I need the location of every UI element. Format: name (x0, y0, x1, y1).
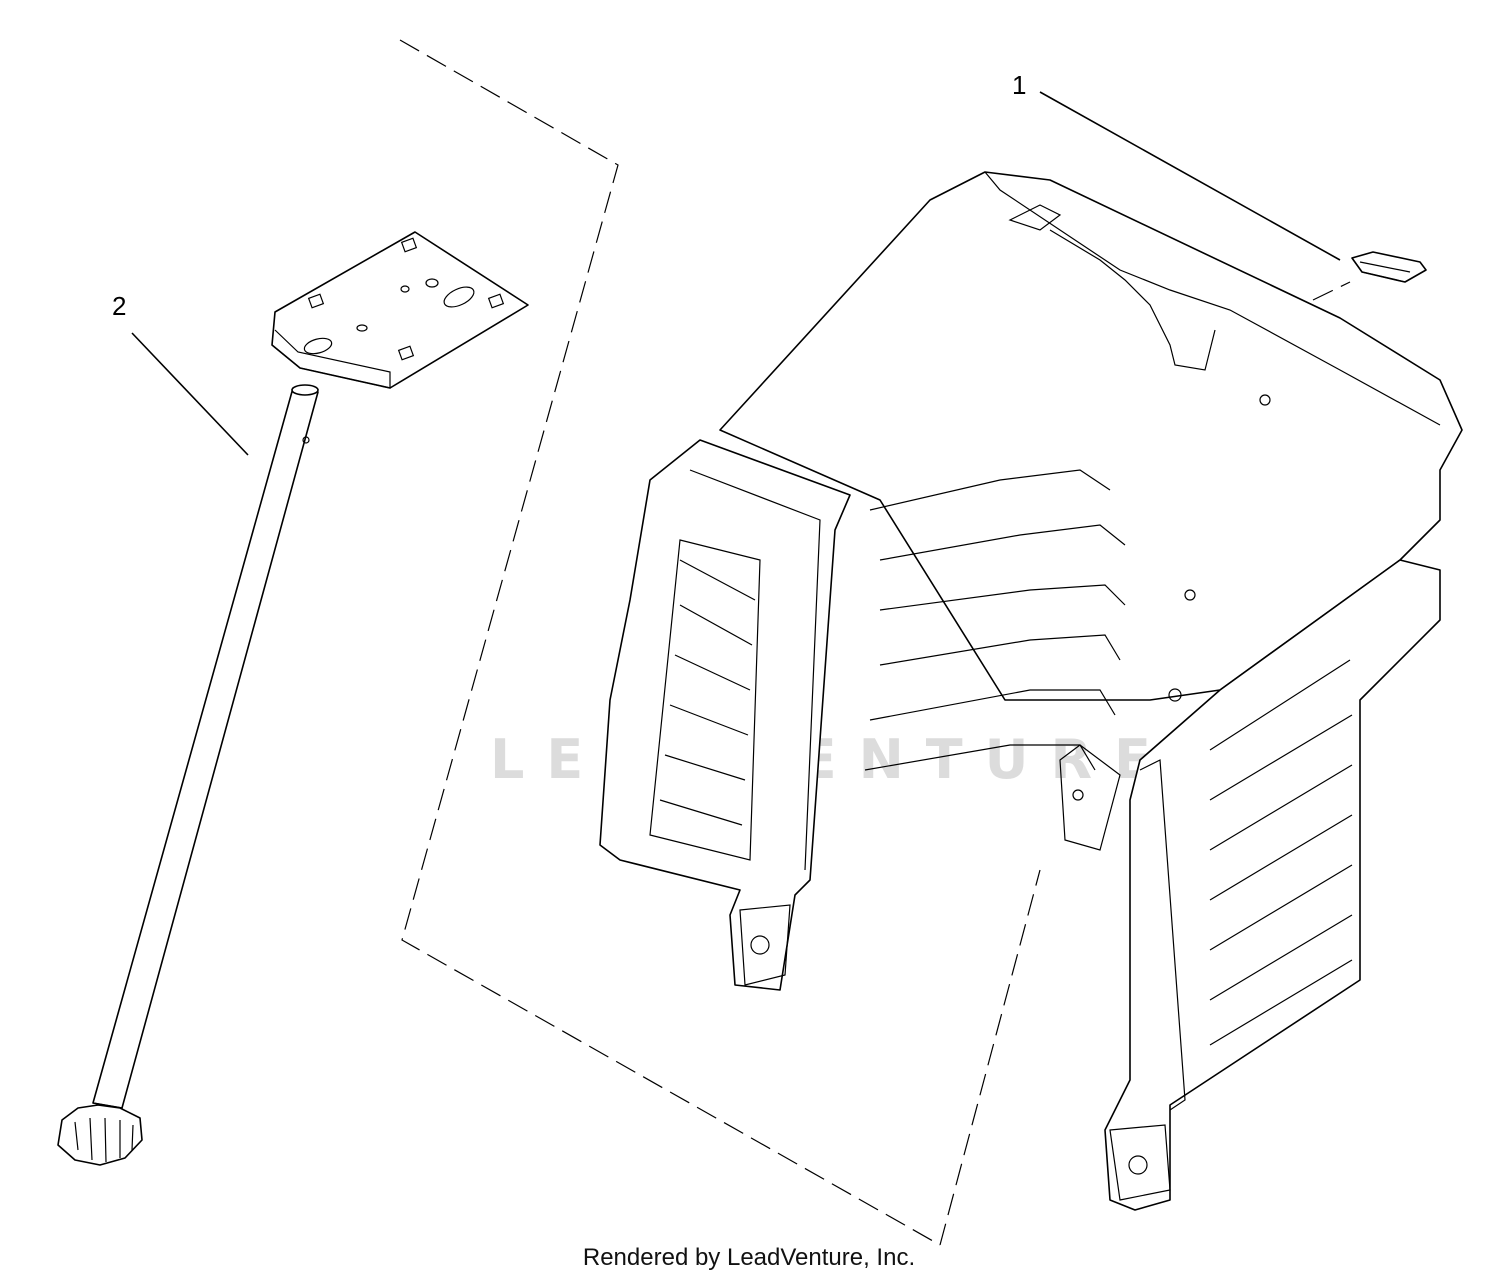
leader-line-1 (1039, 91, 1341, 261)
watermark-text: LEADVENTURE (490, 728, 1173, 791)
shaft-with-gear (57, 384, 319, 1166)
callout-2: 2 (112, 291, 126, 321)
footer-credit: Rendered by LeadVenture, Inc. (583, 1244, 915, 1271)
mounting-plate (271, 231, 529, 389)
explode-guide-left (399, 39, 941, 1246)
housing-shroud (599, 171, 1463, 1211)
explode-guide-clip (1312, 281, 1351, 301)
leader-line-2 (131, 332, 249, 456)
explode-guide-right (939, 869, 1041, 1246)
callout-1: 1 (1012, 70, 1026, 100)
clip-part (1351, 251, 1427, 283)
